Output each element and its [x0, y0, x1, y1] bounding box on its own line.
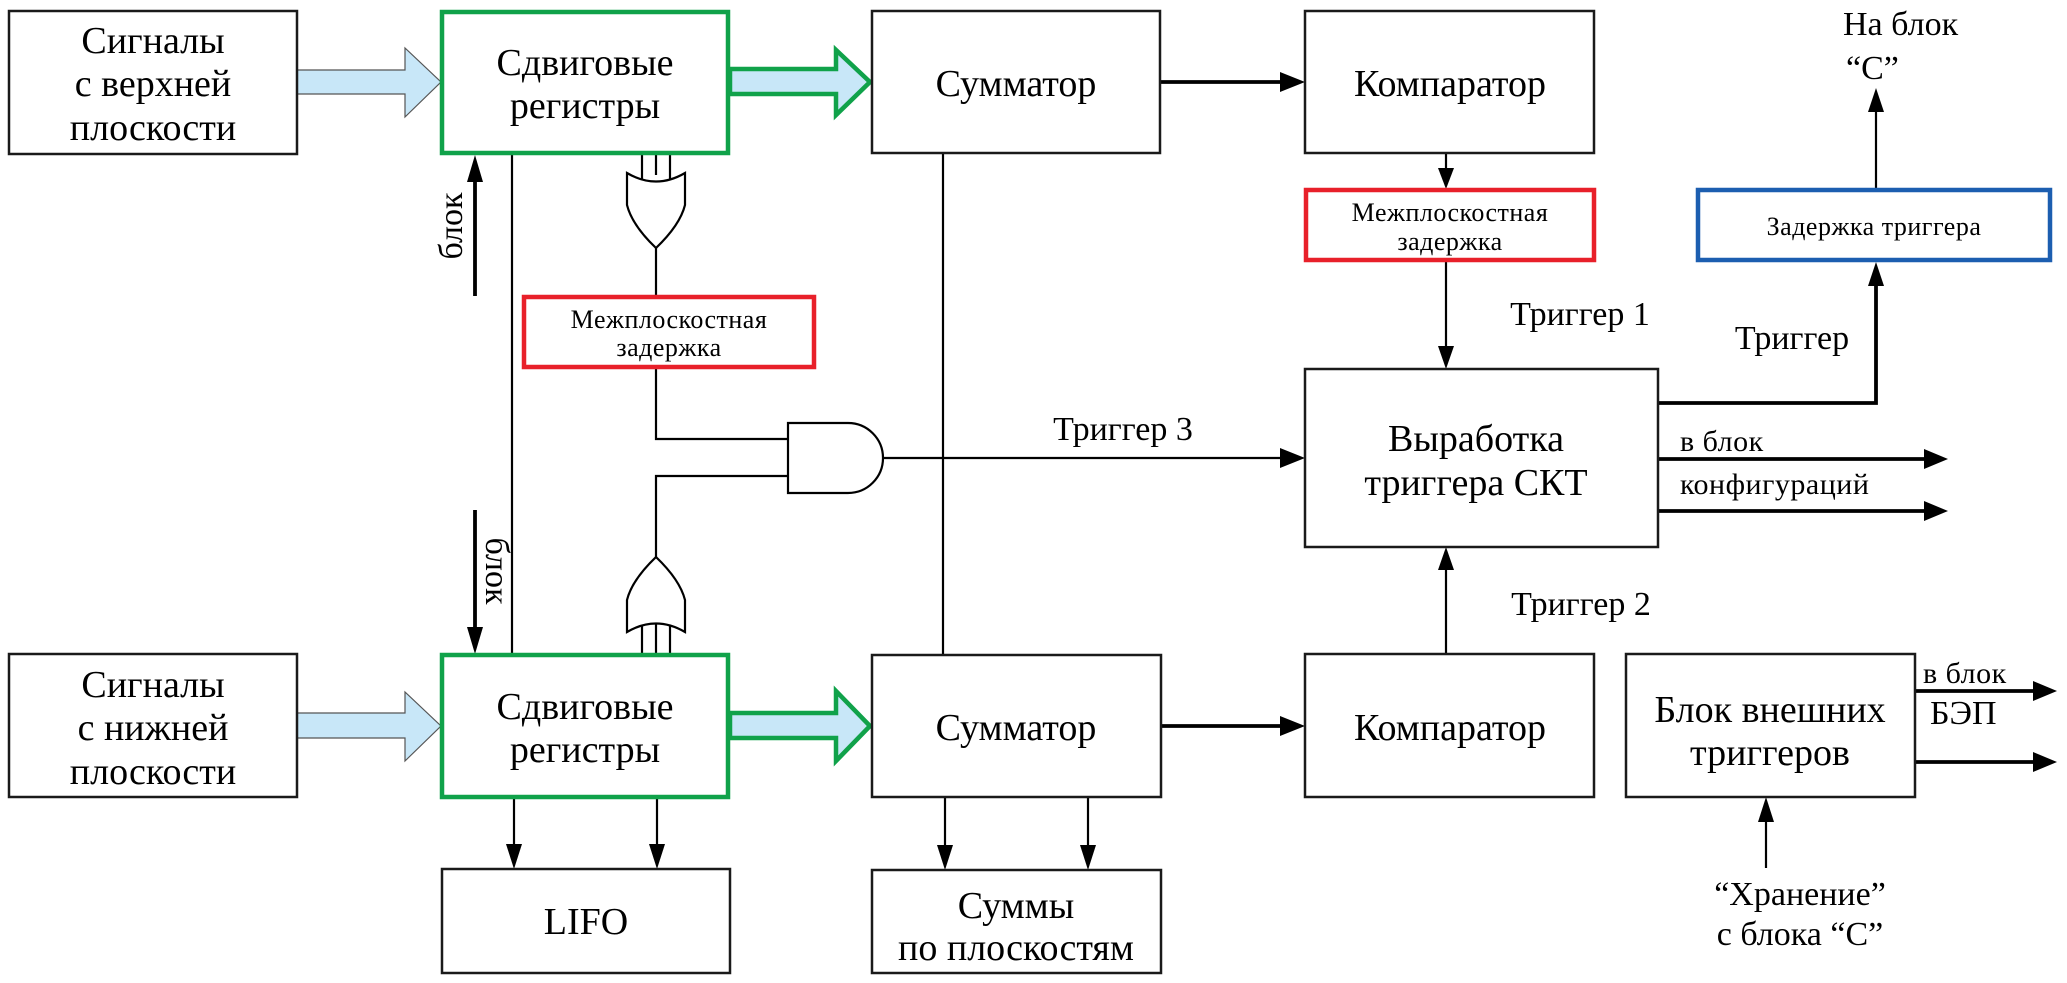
bus-arrow-top-input — [296, 46, 442, 119]
block-label: Сдвиговые — [497, 42, 674, 84]
label-to-bep-line2: БЭП — [1930, 695, 1997, 732]
arrowhead-right-icon — [2033, 681, 2057, 701]
wire-trigger-out — [1658, 282, 1878, 405]
wires — [473, 80, 2037, 868]
block-label: Задержка триггера — [1767, 212, 1982, 241]
label-to-block-c-line2: “С” — [1846, 50, 1899, 87]
block-comparator-bottom: Компаратор — [1303, 652, 1596, 799]
block-label: плоскости — [70, 107, 236, 149]
arrowhead-up-icon — [1758, 797, 1774, 822]
arrowhead-up-icon — [467, 155, 483, 182]
block-label: Сумматор — [936, 707, 1097, 749]
label-block-up: блок — [433, 192, 470, 259]
and-gate-icon — [786, 421, 885, 495]
block-label: регистры — [510, 729, 660, 771]
block-label: Сумматор — [936, 63, 1097, 105]
label-block-down: блок — [478, 538, 515, 605]
label-storage-line1: “Хранение” — [1714, 876, 1886, 913]
label-storage-line2: с блока “С” — [1717, 916, 1883, 953]
arrow-heads — [467, 72, 2057, 870]
block-label: LIFO — [544, 901, 628, 943]
block-label: Сигналы — [81, 20, 224, 62]
block-label: задержка — [616, 333, 721, 362]
or-gate-bottom-icon — [625, 555, 687, 634]
block-shift-registers-bottom: Сдвиговые регистры — [439, 652, 731, 800]
block-lifo: LIFO — [440, 867, 732, 975]
block-label: задержка — [1397, 227, 1502, 256]
block-label: с верхней — [75, 63, 232, 105]
arrowhead-down-icon — [506, 844, 522, 869]
arrowhead-down-icon — [649, 844, 665, 869]
block-label: с нижней — [78, 707, 229, 749]
block-trigger-delay: Задержка триггера — [1695, 187, 2053, 263]
arrowhead-right-icon — [1280, 72, 1305, 92]
block-adder-bottom: Сумматор — [870, 653, 1163, 799]
arrowhead-right-icon — [1924, 501, 1948, 521]
arrowhead-up-icon — [1868, 88, 1884, 112]
block-signals-bottom: Сигналы с нижней плоскости — [7, 652, 299, 799]
block-adder-top: Сумматор — [870, 9, 1162, 155]
block-label: регистры — [510, 85, 660, 127]
label-to-bep-line1: в блок — [1923, 657, 2007, 690]
arrowhead-up-icon — [1438, 547, 1454, 570]
block-label: триггера СКТ — [1364, 462, 1587, 504]
bus-arrow-bottom-input — [296, 690, 442, 763]
arrowhead-down-icon — [1438, 168, 1454, 189]
block-signals-top: Сигналы с верхней плоскости — [7, 9, 299, 156]
block-label: Компаратор — [1354, 707, 1546, 749]
block-label: Выработка — [1388, 418, 1564, 460]
or-gate-top-icon — [625, 171, 687, 250]
block-delay-right: Межплоскостная задержка — [1303, 187, 1597, 263]
arrowhead-right-icon — [1280, 448, 1305, 468]
block-label: плоскости — [70, 751, 236, 793]
wire-or-bottom-to-and — [654, 474, 788, 557]
block-label: Блок внешних — [1654, 689, 1885, 731]
label-to-config-line1: в блок — [1680, 425, 1764, 458]
arrowhead-right-icon — [1280, 716, 1305, 736]
arrowhead-down-icon — [937, 845, 953, 870]
arrowhead-down-icon — [1438, 346, 1454, 369]
block-label: Сигналы — [81, 664, 224, 706]
block-trigger-generation: Выработка триггера СКТ — [1303, 367, 1660, 549]
label-to-block-c-line1: На блок — [1843, 6, 1959, 43]
label-to-config-line2: конфигураций — [1680, 468, 1869, 501]
block-label: по плоскостям — [898, 927, 1134, 969]
bus-arrow-bottom-shift-to-adder — [727, 685, 874, 767]
arrowhead-up-icon — [1868, 262, 1884, 286]
arrowhead-right-icon — [2033, 752, 2057, 772]
arrowhead-down-icon — [467, 627, 483, 654]
block-comparator-top: Компаратор — [1303, 9, 1596, 155]
arrowhead-right-icon — [1924, 449, 1948, 469]
arrowhead-down-icon — [1080, 845, 1096, 870]
block-label: Межплоскостная — [1352, 198, 1549, 227]
block-label: Компаратор — [1354, 63, 1546, 105]
block-shift-registers-top: Сдвиговые регистры — [439, 9, 731, 156]
bus-arrow-top-shift-to-adder — [727, 44, 874, 121]
label-trigger-3: Триггер 3 — [1053, 411, 1193, 448]
block-label: Межплоскостная — [571, 305, 768, 334]
block-label: триггеров — [1690, 732, 1850, 774]
wire-delay-to-and — [654, 367, 788, 441]
label-trigger-2: Триггер 2 — [1511, 586, 1651, 623]
block-label: Сдвиговые — [497, 686, 674, 728]
label-trigger: Триггер — [1735, 320, 1849, 357]
block-sums-per-plane: Суммы по плоскостям — [870, 868, 1163, 975]
block-delay-left: Межплоскостная задержка — [521, 294, 817, 370]
block-external-triggers: Блок внешних триггеров — [1624, 652, 1917, 799]
block-label: Суммы — [958, 885, 1075, 927]
label-trigger-1: Триггер 1 — [1510, 296, 1650, 333]
